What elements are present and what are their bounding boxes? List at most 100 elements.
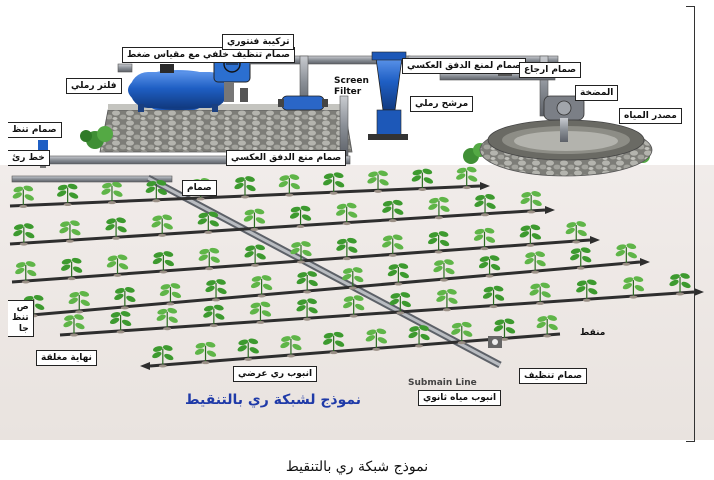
- plant: [382, 234, 404, 257]
- plant: [408, 325, 430, 348]
- plant: [197, 211, 219, 234]
- plant: [159, 283, 182, 306]
- plant: [473, 227, 496, 251]
- plant: [474, 193, 496, 217]
- plant: [524, 251, 546, 274]
- plant: [433, 259, 455, 282]
- plant: [234, 176, 256, 199]
- label-backflow-valve-bottom: صمام منع الدفق العكسي: [226, 150, 347, 166]
- plant: [13, 223, 35, 246]
- plant: [456, 166, 478, 190]
- plant: [342, 267, 364, 290]
- plant: [59, 220, 81, 243]
- plant: [106, 254, 129, 277]
- plant: [615, 243, 637, 266]
- plant: [322, 331, 345, 355]
- plant: [519, 224, 542, 247]
- label-submain-line: Submain Line: [408, 378, 477, 388]
- plant: [387, 263, 410, 286]
- plant: [411, 168, 434, 191]
- plant: [63, 314, 85, 337]
- label-cleaning-valve-gauge: صمام تنظيف خلفي مع مقياس ضغط: [122, 47, 295, 63]
- plant: [336, 237, 358, 261]
- label-left-main-line: خط رئ: [8, 150, 50, 166]
- plant: [250, 275, 273, 298]
- bush-left: [80, 126, 113, 149]
- frame-top-tick: [686, 6, 695, 7]
- label-return-valve: صمام ارجاع: [519, 62, 582, 78]
- plant: [152, 345, 174, 368]
- plant: [669, 273, 691, 296]
- diagram-title: نموذج لشبكة ري بالتنقيط: [185, 392, 362, 408]
- plant: [105, 217, 127, 240]
- plant: [101, 181, 123, 205]
- plant: [205, 279, 227, 302]
- water-well: [479, 118, 653, 177]
- label-sand-filter: فلتر رملي: [66, 78, 122, 94]
- label-backflow-valve-top: صمام لمنع الدفق العكسي: [402, 58, 527, 74]
- plant: [237, 338, 259, 361]
- label-dripper: منقط: [580, 328, 606, 338]
- plant: [336, 202, 358, 226]
- figure-caption: نموذج شبكة ري بالتنقيط: [285, 459, 429, 475]
- plant: [493, 318, 516, 341]
- plant: [243, 208, 266, 231]
- plant: [520, 191, 542, 214]
- label-secondary-pipe: انبوب مياه ثانوي: [418, 390, 502, 406]
- label-left-side-1: ص: [16, 302, 29, 312]
- label-left-side-3: جا: [18, 324, 29, 334]
- plant: [15, 261, 37, 284]
- plant: [290, 241, 312, 264]
- plant: [114, 287, 136, 310]
- plant: [365, 328, 388, 351]
- plant: [278, 174, 301, 197]
- label-sand-trap: مرشح رملي: [410, 96, 474, 112]
- label-lateral-pipe: انبوب ري عرضي: [233, 366, 318, 382]
- plant: [203, 304, 225, 328]
- plant: [280, 335, 302, 358]
- frame-right-edge: [694, 6, 695, 442]
- label-water-source: مصدر المياه: [619, 108, 682, 124]
- sand-separator: [368, 51, 408, 140]
- plant: [109, 311, 132, 334]
- plant: [482, 285, 505, 309]
- frame-bottom-tick: [686, 441, 695, 442]
- label-flush-valve: صمام تنظيف: [519, 368, 588, 384]
- plant: [436, 288, 458, 312]
- plant: [60, 257, 83, 281]
- plant: [194, 341, 217, 365]
- label-pump: المضخة: [575, 85, 619, 101]
- label-valve: صمام: [182, 180, 217, 196]
- plant: [343, 295, 365, 318]
- plant: [529, 282, 551, 305]
- stone-platform: [99, 104, 353, 153]
- flush-valve-marker: [488, 336, 502, 348]
- plant-rows: [12, 166, 691, 368]
- plant: [576, 279, 598, 302]
- label-left-valve: صمام تنظ: [8, 122, 62, 138]
- sand-filter-tank: [128, 64, 228, 112]
- plant: [570, 247, 592, 270]
- label-screen-filter: Screen Filter: [334, 76, 369, 97]
- plant: [536, 315, 558, 338]
- plant: [427, 231, 450, 254]
- plant: [296, 271, 318, 294]
- label-left-side: ص تنظ جا: [8, 300, 34, 337]
- lateral-end-caps: [140, 182, 704, 370]
- plant: [451, 321, 473, 345]
- plant: [152, 251, 175, 274]
- plant: [68, 291, 90, 314]
- plant: [12, 185, 34, 208]
- screen-filter: [278, 95, 328, 111]
- plant: [145, 179, 167, 203]
- plant: [198, 247, 220, 271]
- plant: [244, 244, 266, 267]
- plant: [156, 307, 178, 331]
- plant: [249, 301, 272, 324]
- pump: [543, 95, 585, 121]
- label-closed-end: نهاية مغلقة: [36, 350, 97, 366]
- plant: [478, 255, 501, 278]
- plant: [565, 221, 587, 244]
